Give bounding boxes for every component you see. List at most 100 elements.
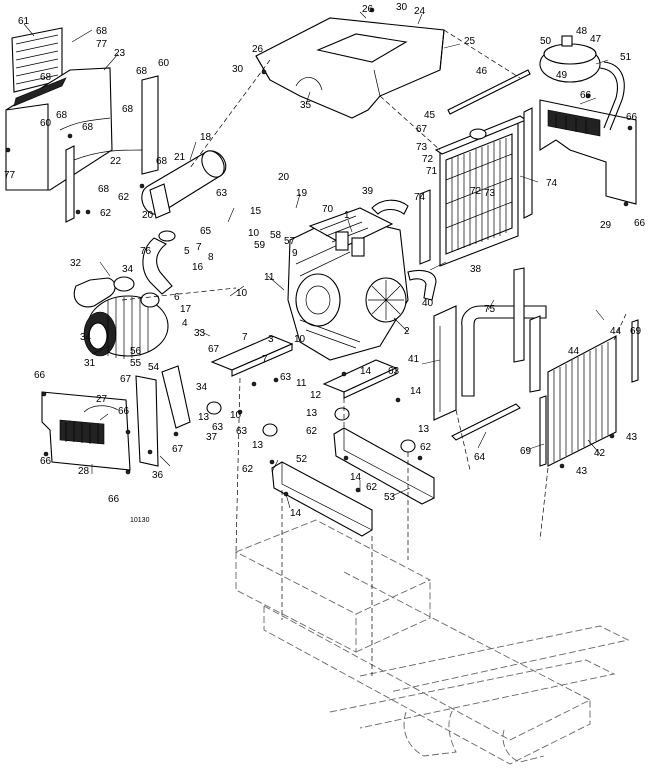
callout-68: 68 <box>56 110 68 121</box>
callout-3: 3 <box>268 334 274 345</box>
chassis-frame-reference <box>234 519 630 765</box>
callout-74: 74 <box>546 178 558 189</box>
callout-68: 68 <box>40 72 52 83</box>
callout-34: 34 <box>196 382 208 393</box>
callout-10: 10 <box>294 334 306 345</box>
callout-44: 44 <box>610 326 622 337</box>
radiator-part-38 <box>434 115 528 267</box>
callout-75: 75 <box>484 304 496 315</box>
callout-63: 63 <box>216 188 228 199</box>
callout-53: 53 <box>384 492 396 503</box>
callout-48: 48 <box>576 26 588 37</box>
callout-30: 30 <box>396 2 408 13</box>
callout-13: 13 <box>198 412 210 423</box>
screen-part-42 <box>539 319 639 467</box>
callout-46: 46 <box>476 66 488 77</box>
callout-26: 26 <box>252 44 264 55</box>
shroud-part-23 <box>5 67 113 191</box>
callout-35: 35 <box>300 100 312 111</box>
callout-39: 39 <box>362 186 374 197</box>
callout-9: 9 <box>292 248 298 259</box>
callout-62: 62 <box>366 482 378 493</box>
callout-72: 72 <box>470 186 482 197</box>
callout-70: 70 <box>322 204 334 215</box>
callout-32: 32 <box>70 258 82 269</box>
callout-13: 13 <box>306 408 318 419</box>
callout-30: 30 <box>232 64 244 75</box>
lower-hose-part-40 <box>407 269 437 301</box>
callout-7: 7 <box>262 354 268 365</box>
callout-76: 76 <box>140 246 152 257</box>
callout-68: 68 <box>156 156 168 167</box>
callout-57: 57 <box>284 236 296 247</box>
callout-25: 25 <box>464 36 476 47</box>
callout-61: 61 <box>18 16 30 27</box>
callout-13: 13 <box>252 440 264 451</box>
callout-66: 66 <box>40 456 52 467</box>
callout-62: 62 <box>306 426 318 437</box>
callout-63: 63 <box>236 426 248 437</box>
callout-10: 10 <box>236 288 248 299</box>
callout-40: 40 <box>422 298 434 309</box>
callout-65: 65 <box>200 226 212 237</box>
seal-part-46 <box>447 69 531 115</box>
callout-15: 15 <box>250 206 262 217</box>
callout-67: 67 <box>172 444 184 455</box>
callout-44: 44 <box>568 346 580 357</box>
callout-20: 20 <box>142 210 154 221</box>
callout-27: 27 <box>96 394 108 405</box>
callout-21: 21 <box>174 152 186 163</box>
callout-5: 5 <box>184 246 190 257</box>
callout-62: 62 <box>118 192 130 203</box>
callout-62: 62 <box>420 442 432 453</box>
callout-60: 60 <box>158 58 170 69</box>
callout-12: 12 <box>310 390 322 401</box>
mount-bracket-part-11 <box>210 335 294 377</box>
callout-68: 68 <box>96 26 108 37</box>
callout-71: 71 <box>426 166 438 177</box>
callout-22: 22 <box>110 156 122 167</box>
callout-69: 69 <box>520 446 532 457</box>
callout-33: 33 <box>194 328 206 339</box>
callout-73: 73 <box>416 142 428 153</box>
callout-72: 72 <box>422 154 434 165</box>
callout-69: 69 <box>630 326 642 337</box>
drawing-id: 10130 <box>130 517 150 524</box>
callout-43: 43 <box>626 432 638 443</box>
callout-68: 68 <box>82 122 94 133</box>
panel-part-28 <box>41 391 131 471</box>
battery-part-48 <box>539 35 601 83</box>
callout-2: 2 <box>404 326 410 337</box>
callout-54: 54 <box>148 362 160 373</box>
hood-part-24 <box>255 17 445 119</box>
callout-59: 59 <box>254 240 266 251</box>
callout-labels: 61 68 77 23 60 68 68 68 68 60 68 77 22 6… <box>4 2 646 524</box>
callout-34: 34 <box>122 264 134 275</box>
hose-part-51 <box>599 61 625 131</box>
callout-66: 66 <box>580 90 592 101</box>
callout-58: 58 <box>270 230 282 241</box>
callout-47: 47 <box>590 34 602 45</box>
callout-42: 42 <box>594 448 606 459</box>
callout-31: 31 <box>84 358 96 369</box>
callout-13: 13 <box>418 424 430 435</box>
upper-hose-part-39 <box>371 199 409 215</box>
callout-4: 4 <box>182 318 188 329</box>
callout-11: 11 <box>264 272 275 283</box>
rail-part-53 <box>333 427 435 505</box>
callout-18: 18 <box>200 132 212 143</box>
callout-66: 66 <box>108 494 120 505</box>
callout-67: 67 <box>416 124 428 135</box>
callout-26: 26 <box>362 4 374 15</box>
rail-part-52 <box>271 461 373 537</box>
air-cleaner-part-31 <box>83 295 169 359</box>
callout-11: 11 <box>296 378 307 389</box>
callout-29: 29 <box>600 220 612 231</box>
guard-part-75 <box>461 267 547 397</box>
callout-66: 66 <box>34 370 46 381</box>
callout-56: 56 <box>130 346 142 357</box>
callout-43: 43 <box>576 466 588 477</box>
callout-10: 10 <box>230 410 242 421</box>
exhaust-pipe-part-76 <box>142 230 176 295</box>
callout-77: 77 <box>96 39 108 50</box>
